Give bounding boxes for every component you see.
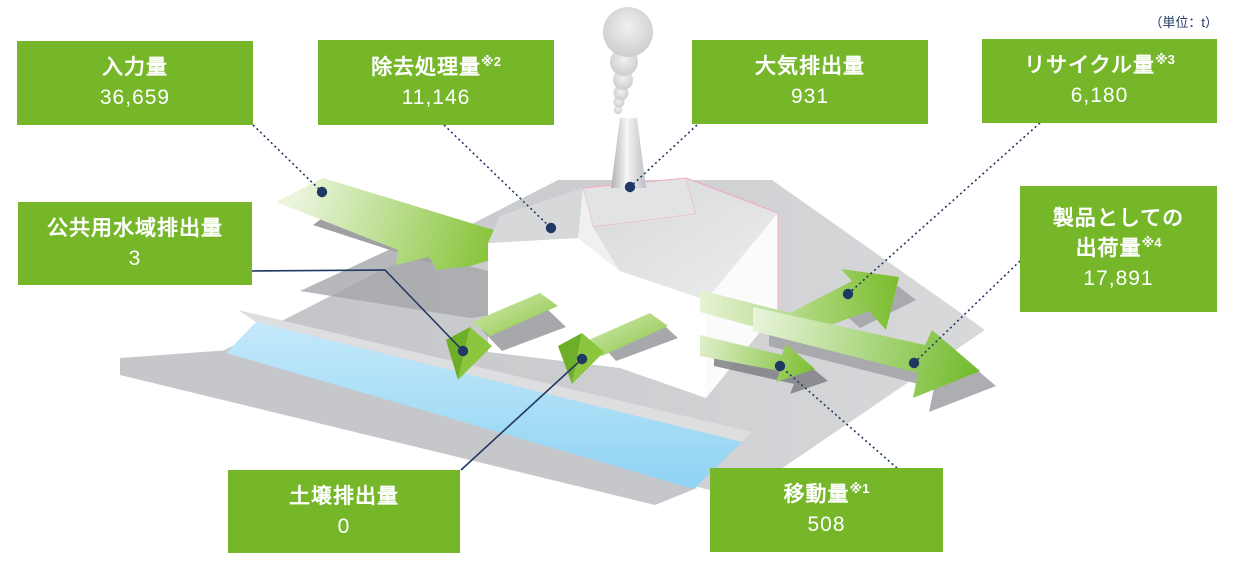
input-arrow [276, 178, 497, 270]
label-recycle-title: リサイクル量※3 [1024, 52, 1175, 78]
label-removal-title: 除去処理量※2 [371, 53, 501, 79]
unit-note: （単位：t） [1149, 15, 1218, 30]
label-transfer-title: 移動量※1 [783, 481, 870, 507]
label-public-water-discharge: 公共用水域排出量 3 [18, 202, 252, 285]
transfer-arrow [700, 335, 828, 394]
label-soil-title: 土壌排出量 [289, 484, 399, 508]
leader-dots [316, 181, 920, 372]
chimney [611, 118, 646, 188]
label-removal-value: 11,146 [401, 85, 471, 109]
label-recycle-value: 6,180 [1070, 84, 1129, 107]
label-input-title: 入力量 [102, 56, 168, 80]
label-air-emission: 大気排出量 931 [692, 40, 928, 124]
label-air-title: 大気排出量 [755, 55, 865, 79]
label-input-value: 36,659 [99, 86, 171, 109]
leader-lines [251, 122, 1041, 471]
label-product-title-line2: 出荷量※4 [1075, 235, 1162, 261]
smoke [603, 7, 653, 114]
water-channel [226, 322, 742, 489]
label-product-title-line1: 製品としての [1052, 207, 1185, 231]
soil-discharge-arrow [558, 313, 678, 384]
shipment-arrow [753, 307, 996, 412]
recycle-arrow [700, 269, 916, 338]
label-removal-amount: 除去処理量※2 11,146 [318, 40, 554, 125]
label-transfer-value: 508 [807, 513, 846, 536]
label-product-value: 17,891 [1083, 266, 1154, 290]
label-soil-discharge: 土壌排出量 0 [228, 470, 460, 553]
label-product-shipment: 製品としての 出荷量※4 17,891 [1020, 186, 1217, 312]
label-input-amount: 入力量 36,659 [17, 41, 253, 125]
label-public-water-title: 公共用水域排出量 [47, 216, 223, 240]
label-public-water-value: 3 [128, 246, 142, 270]
label-soil-value: 0 [337, 514, 351, 538]
label-recycle-amount: リサイクル量※3 6,180 [982, 39, 1217, 123]
label-air-value: 931 [790, 85, 830, 108]
label-transfer-amount: 移動量※1 508 [710, 468, 943, 552]
